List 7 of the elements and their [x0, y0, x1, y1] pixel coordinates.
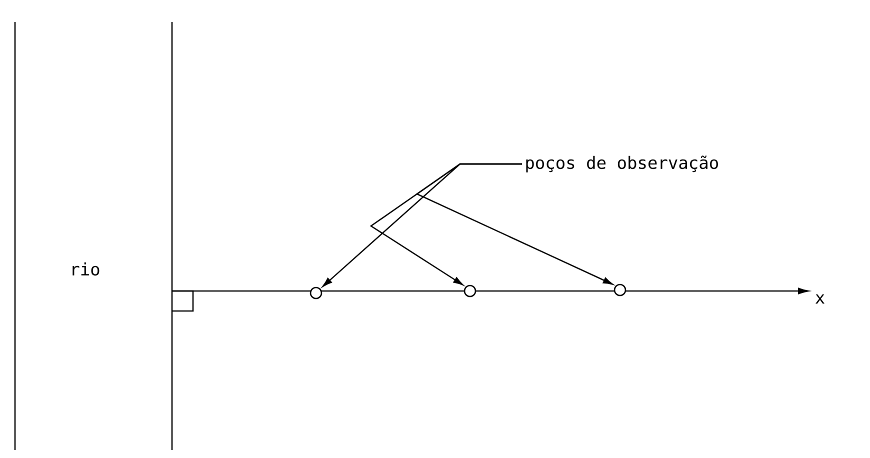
- well-marker: [310, 286, 322, 300]
- well-marker: [614, 284, 626, 296]
- well-marker: [464, 284, 476, 298]
- leader-arrow: [416, 163, 613, 285]
- river-label: rio: [72, 262, 100, 276]
- axis-label: x: [816, 294, 824, 304]
- text-label: poços de observação: [526, 156, 718, 172]
